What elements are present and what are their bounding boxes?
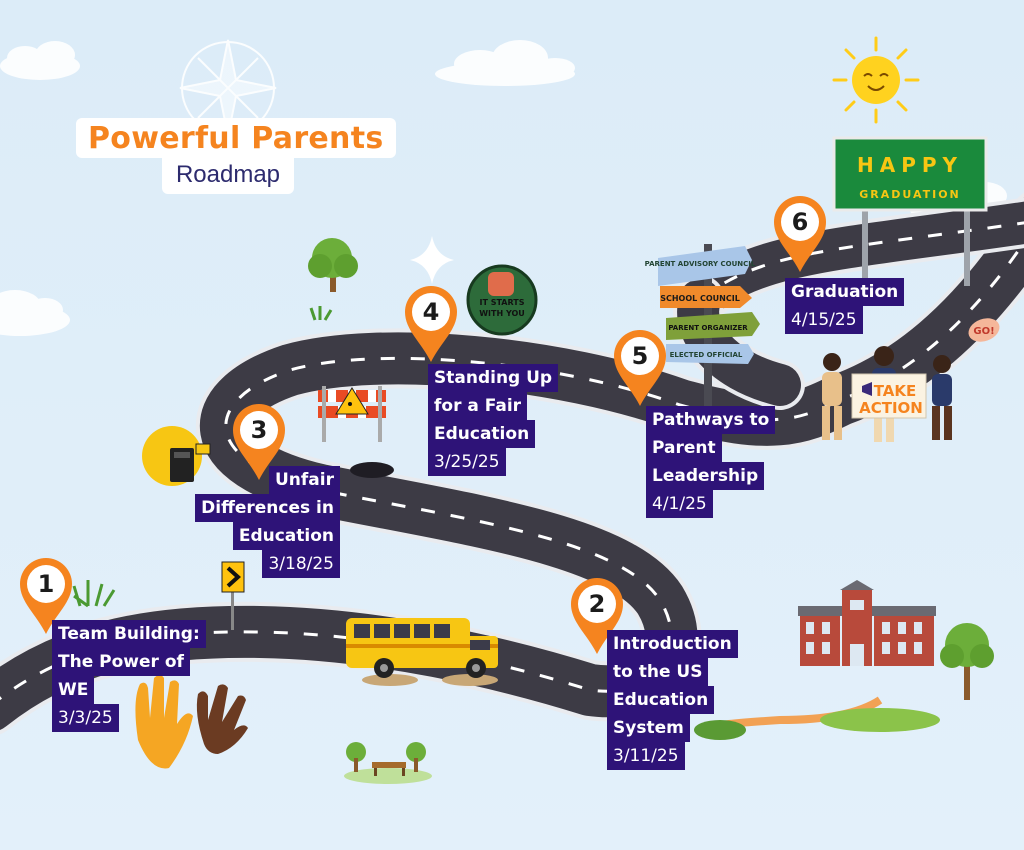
step-4-line-1: Standing Up: [428, 364, 559, 392]
cloud-icon: [0, 41, 80, 80]
step-2-label: Introduction to the US Education System …: [607, 630, 738, 770]
education-globe-icon: [142, 426, 211, 486]
signpost-text-4: ELECTED OFFICIAL: [670, 351, 743, 359]
step-6-date: 4/15/25: [785, 306, 863, 334]
step-5-number: 5: [631, 342, 649, 370]
protest-sign-line-2: ACTION: [859, 399, 923, 417]
map-pin-center: [240, 411, 278, 449]
step-2-line-3: Education: [607, 686, 715, 714]
signpost-text-3: PARENT ORGANIZER: [668, 324, 748, 332]
chevron-sign-icon: [221, 561, 245, 630]
signpost-text-1: PARENT ADVISORY COUNCIL: [645, 260, 756, 268]
page-subtitle: Roadmap: [162, 158, 294, 194]
step-1-line-3: WE: [52, 676, 95, 704]
step-3-line-1: Unfair: [269, 466, 340, 494]
step-4-line-2: for a Fair: [428, 392, 528, 420]
cloud-icon: [0, 290, 70, 336]
step-4-line-3: Education: [428, 420, 536, 448]
step-3-number: 3: [250, 416, 268, 444]
map-pin-center: [781, 203, 819, 241]
title-card: Powerful Parents Roadmap: [76, 118, 396, 194]
step-3-label: Unfair Differences in Education 3/18/25: [188, 466, 340, 578]
map-pin-center: [578, 585, 616, 623]
badge-line-2: WITH YOU: [479, 309, 525, 318]
step-5-date: 4/1/25: [646, 490, 713, 518]
step-6-line-1: Graduation: [785, 278, 905, 306]
step-4-date: 3/25/25: [428, 448, 506, 476]
pothole-icon: [350, 462, 394, 478]
road-barrier-icon: [318, 386, 386, 442]
step-2-line-1: Introduction: [607, 630, 738, 658]
step-1-number: 1: [37, 570, 55, 598]
step-3-date: 3/18/25: [262, 550, 340, 578]
step-5-line-3: Leadership: [646, 462, 765, 490]
protest-sign-line-1: TAKE: [874, 382, 917, 400]
step-3-line-2: Differences in: [195, 494, 340, 522]
school-bus-icon: [346, 618, 498, 686]
megaphone-bubble-text: GO!: [973, 326, 994, 337]
step-1-label: Team Building: The Power of WE 3/3/25: [52, 620, 206, 732]
step-4-label: Standing Up for a Fair Education 3/25/25: [428, 364, 559, 476]
park-bench-icon: [344, 742, 432, 784]
step-3-line-3: Education: [232, 522, 340, 550]
step-4-number: 4: [422, 298, 440, 326]
step-2-line-2: to the US: [607, 658, 709, 686]
people-take-action-illustration: TAKE ACTION GO!: [822, 318, 1000, 442]
page-title: Powerful Parents: [76, 118, 396, 158]
sparkle-icon: [410, 236, 454, 284]
step-2-number: 2: [588, 590, 606, 618]
step-1-line-2: The Power of: [52, 648, 190, 676]
step-5-line-1: Pathways to: [646, 406, 776, 434]
step-2-date: 3/11/25: [607, 742, 685, 770]
signpost-text-2: SCHOOL COUNCIL: [660, 294, 740, 303]
pin-markers: [20, 196, 826, 654]
cloud-icon: [435, 40, 575, 86]
sun-icon: [832, 36, 920, 124]
map-pin-center: [412, 293, 450, 331]
map-pin-center: [621, 337, 659, 375]
step-6-label: Graduation 4/15/25: [785, 278, 905, 334]
graduation-billboard: HAPPY GRADUATION: [832, 136, 988, 286]
school-building-icon: [694, 580, 940, 740]
grass-icon: [72, 306, 333, 608]
badge-line-1: IT STARTS: [479, 298, 524, 307]
step-1-date: 3/3/25: [52, 704, 119, 732]
map-pin-center: [27, 565, 65, 603]
it-starts-with-you-badge: IT STARTS WITH YOU: [466, 264, 538, 336]
raised-hand-icon: [135, 675, 193, 769]
raised-hand-icon: [196, 684, 248, 754]
tree-icon: [940, 623, 994, 700]
billboard-word-1: HAPPY: [857, 153, 963, 177]
direction-signpost: PARENT ADVISORY COUNCIL SCHOOL COUNCIL P…: [645, 244, 760, 414]
step-5-line-2: Parent: [646, 434, 722, 462]
billboard-word-2: GRADUATION: [859, 188, 961, 201]
step-2-line-4: System: [607, 714, 690, 742]
tree-icon: [308, 238, 358, 292]
step-1-line-1: Team Building:: [52, 620, 206, 648]
step-5-label: Pathways to Parent Leadership 4/1/25: [646, 406, 776, 518]
step-6-number: 6: [791, 208, 809, 236]
